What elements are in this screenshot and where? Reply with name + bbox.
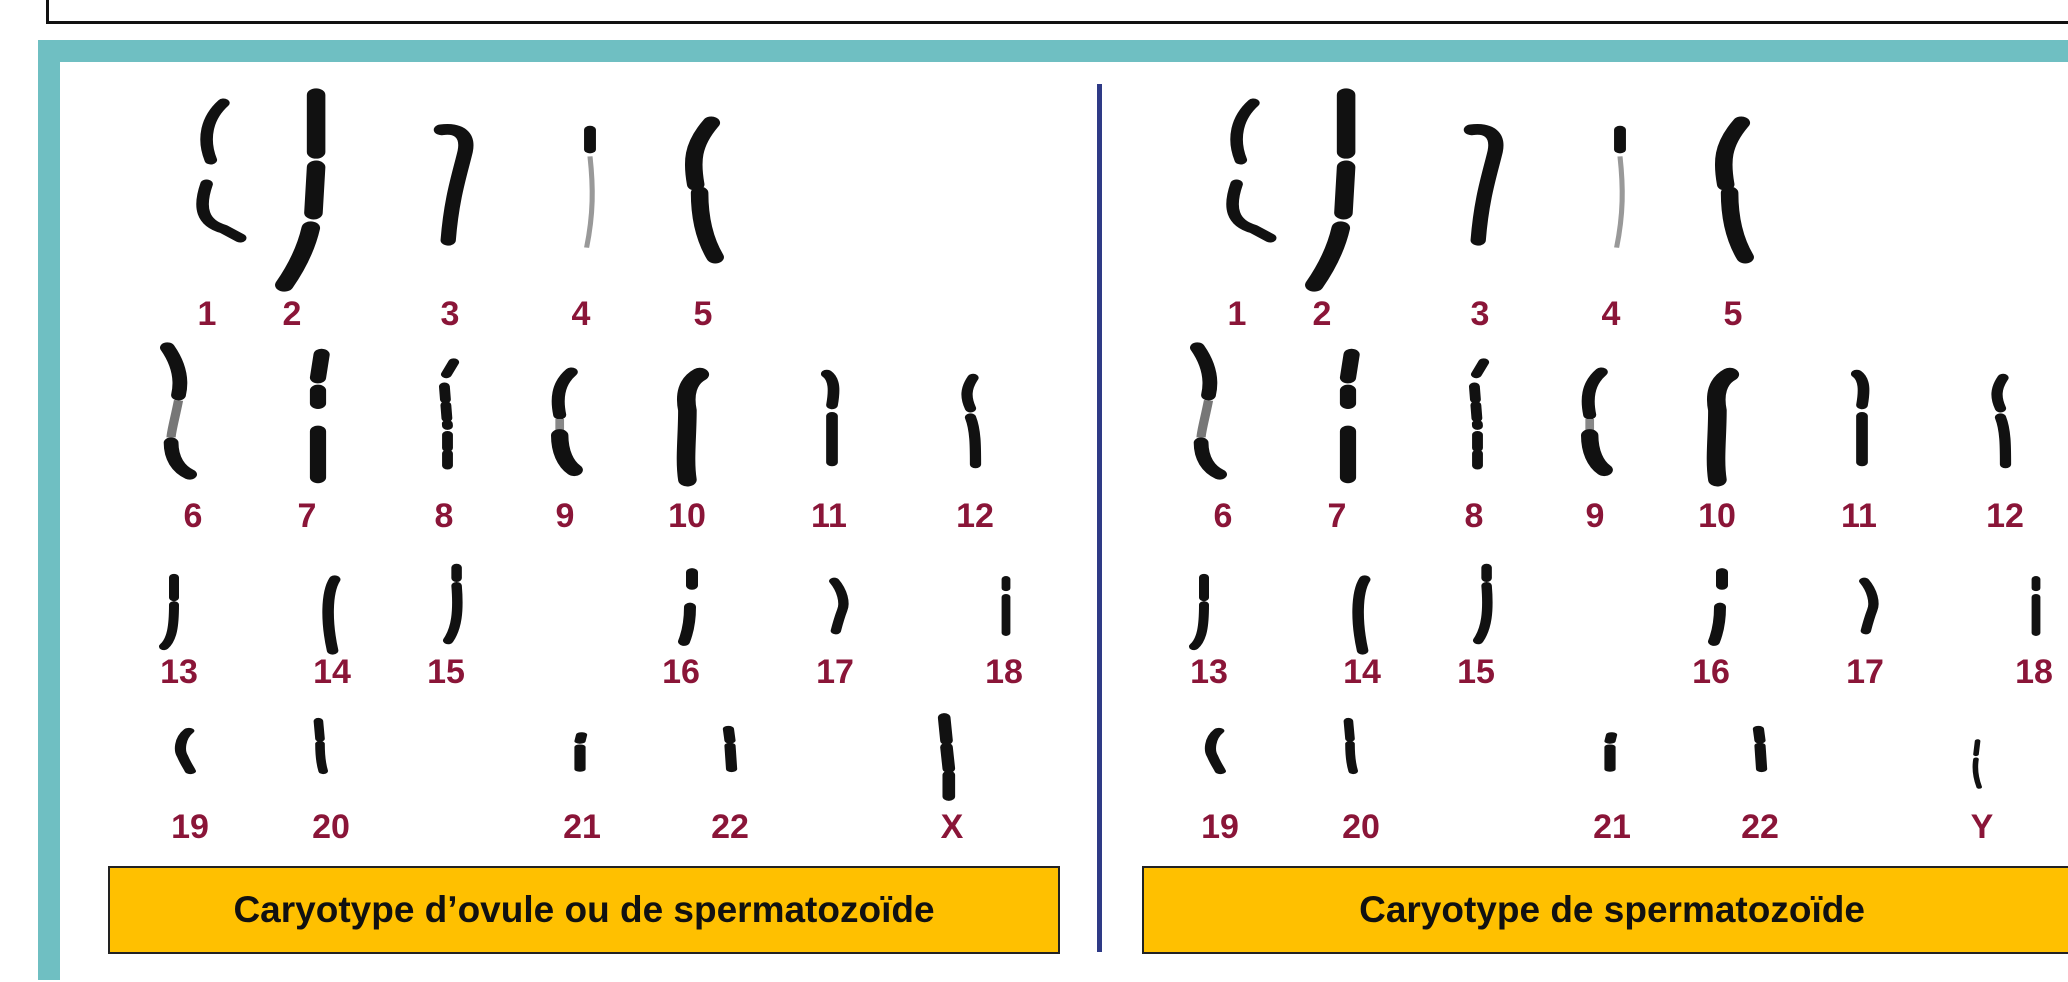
right-chromosome-9 xyxy=(1581,370,1610,472)
left-chromosome-14 xyxy=(320,578,341,652)
left-label-9: 9 xyxy=(556,497,575,536)
left-chromosome-2 xyxy=(279,95,332,285)
left-chromosome-5 xyxy=(684,120,723,260)
left-label-19: 19 xyxy=(171,808,209,847)
left-label-7: 7 xyxy=(298,497,317,536)
right-caption: Caryotype de spermatozoïde xyxy=(1142,866,2068,954)
right-chromosome-13 xyxy=(1192,576,1212,648)
left-chromosome-1 xyxy=(194,100,236,250)
right-label-21: 21 xyxy=(1593,808,1631,847)
right-label-8: 8 xyxy=(1465,497,1484,536)
left-label-2: 2 xyxy=(283,295,302,334)
left-label-14: 14 xyxy=(313,653,351,692)
right-label-20: 20 xyxy=(1342,808,1380,847)
left-label-8: 8 xyxy=(435,497,454,536)
left-chromosome-18 xyxy=(998,578,1014,634)
left-chromosome-15 xyxy=(444,566,465,642)
right-chromosome-16 xyxy=(1710,571,1730,643)
left-label-5: 5 xyxy=(694,295,713,334)
right-label-10: 10 xyxy=(1698,497,1736,536)
left-chromosome-x xyxy=(935,716,958,798)
right-chromosome-18 xyxy=(2028,578,2044,634)
right-chromosome-21 xyxy=(1602,734,1618,770)
right-label-19: 19 xyxy=(1201,808,1239,847)
left-label-18: 18 xyxy=(985,653,1023,692)
left-label-1: 1 xyxy=(198,295,217,334)
left-label-11: 11 xyxy=(811,497,847,536)
left-chromosome-20 xyxy=(312,720,328,772)
right-chromosome-15 xyxy=(1474,566,1495,642)
left-label-3: 3 xyxy=(441,295,460,334)
left-chromosome-12 xyxy=(958,376,983,466)
right-label-5: 5 xyxy=(1724,295,1743,334)
right-chromosome-1 xyxy=(1224,100,1266,250)
left-label-20: 20 xyxy=(312,808,350,847)
left-chromosome-21 xyxy=(572,734,588,770)
left-chromosome-9 xyxy=(551,370,580,472)
left-label-21: 21 xyxy=(563,808,601,847)
right-chromosome-14 xyxy=(1350,578,1371,652)
right-label-2: 2 xyxy=(1313,295,1332,334)
right-chromosome-2 xyxy=(1309,95,1362,285)
left-label-10: 10 xyxy=(668,497,706,536)
left-chromosome-4 xyxy=(573,130,607,250)
right-chromosome-11 xyxy=(1849,372,1875,464)
right-chromosome-4 xyxy=(1603,130,1637,250)
left-chromosome-10 xyxy=(675,370,706,482)
right-label-12: 12 xyxy=(1986,497,2024,536)
left-label-13: 13 xyxy=(160,653,198,692)
right-label-13: 13 xyxy=(1190,653,1228,692)
right-chromosome-19 xyxy=(1206,730,1222,772)
left-chromosome-22 xyxy=(722,728,738,770)
left-label-4: 4 xyxy=(572,295,591,334)
right-label-6: 6 xyxy=(1214,497,1233,536)
right-chromosome-8 xyxy=(1462,360,1493,470)
right-chromosome-6 xyxy=(1190,345,1227,477)
right-label-22: 22 xyxy=(1741,808,1779,847)
right-chromosome-3 xyxy=(1468,125,1502,245)
panel-divider xyxy=(1097,84,1102,952)
left-chromosome-8 xyxy=(432,360,463,470)
right-label-15: 15 xyxy=(1457,653,1495,692)
right-label-14: 14 xyxy=(1343,653,1381,692)
right-chromosome-17 xyxy=(1861,580,1877,632)
left-caption: Caryotype d’ovule ou de spermatozoïde xyxy=(108,866,1060,954)
left-label-16: 16 xyxy=(662,653,700,692)
left-label-22: 22 xyxy=(711,808,749,847)
right-label-18: 18 xyxy=(2015,653,2053,692)
left-label-x: X xyxy=(941,808,964,847)
left-chromosome-11 xyxy=(819,372,845,464)
left-chromosome-6 xyxy=(160,345,197,477)
right-label-1: 1 xyxy=(1228,295,1247,334)
left-chromosome-16 xyxy=(680,571,700,643)
right-label-4: 4 xyxy=(1602,295,1621,334)
right-chromosome-7 xyxy=(1330,352,1366,480)
left-label-6: 6 xyxy=(184,497,203,536)
right-label-7: 7 xyxy=(1328,497,1347,536)
right-chromosome-y xyxy=(1968,740,1984,788)
left-chromosome-17 xyxy=(831,580,847,632)
right-label-3: 3 xyxy=(1471,295,1490,334)
right-chromosome-22 xyxy=(1752,728,1768,770)
right-label-11: 11 xyxy=(1841,497,1877,536)
right-chromosome-12 xyxy=(1988,376,2013,466)
left-chromosome-7 xyxy=(300,352,336,480)
right-chromosome-10 xyxy=(1705,370,1736,482)
left-chromosome-13 xyxy=(162,576,182,648)
left-label-17: 17 xyxy=(816,653,854,692)
left-chromosome-19 xyxy=(176,730,192,772)
right-chromosome-20 xyxy=(1342,720,1358,772)
left-label-15: 15 xyxy=(427,653,465,692)
left-label-12: 12 xyxy=(956,497,994,536)
right-label-y: Y xyxy=(1971,808,1994,847)
left-chromosome-3 xyxy=(438,125,472,245)
right-label-17: 17 xyxy=(1846,653,1884,692)
right-chromosome-5 xyxy=(1714,120,1753,260)
right-label-16: 16 xyxy=(1692,653,1730,692)
right-label-9: 9 xyxy=(1586,497,1605,536)
top-text-box xyxy=(46,0,2068,24)
